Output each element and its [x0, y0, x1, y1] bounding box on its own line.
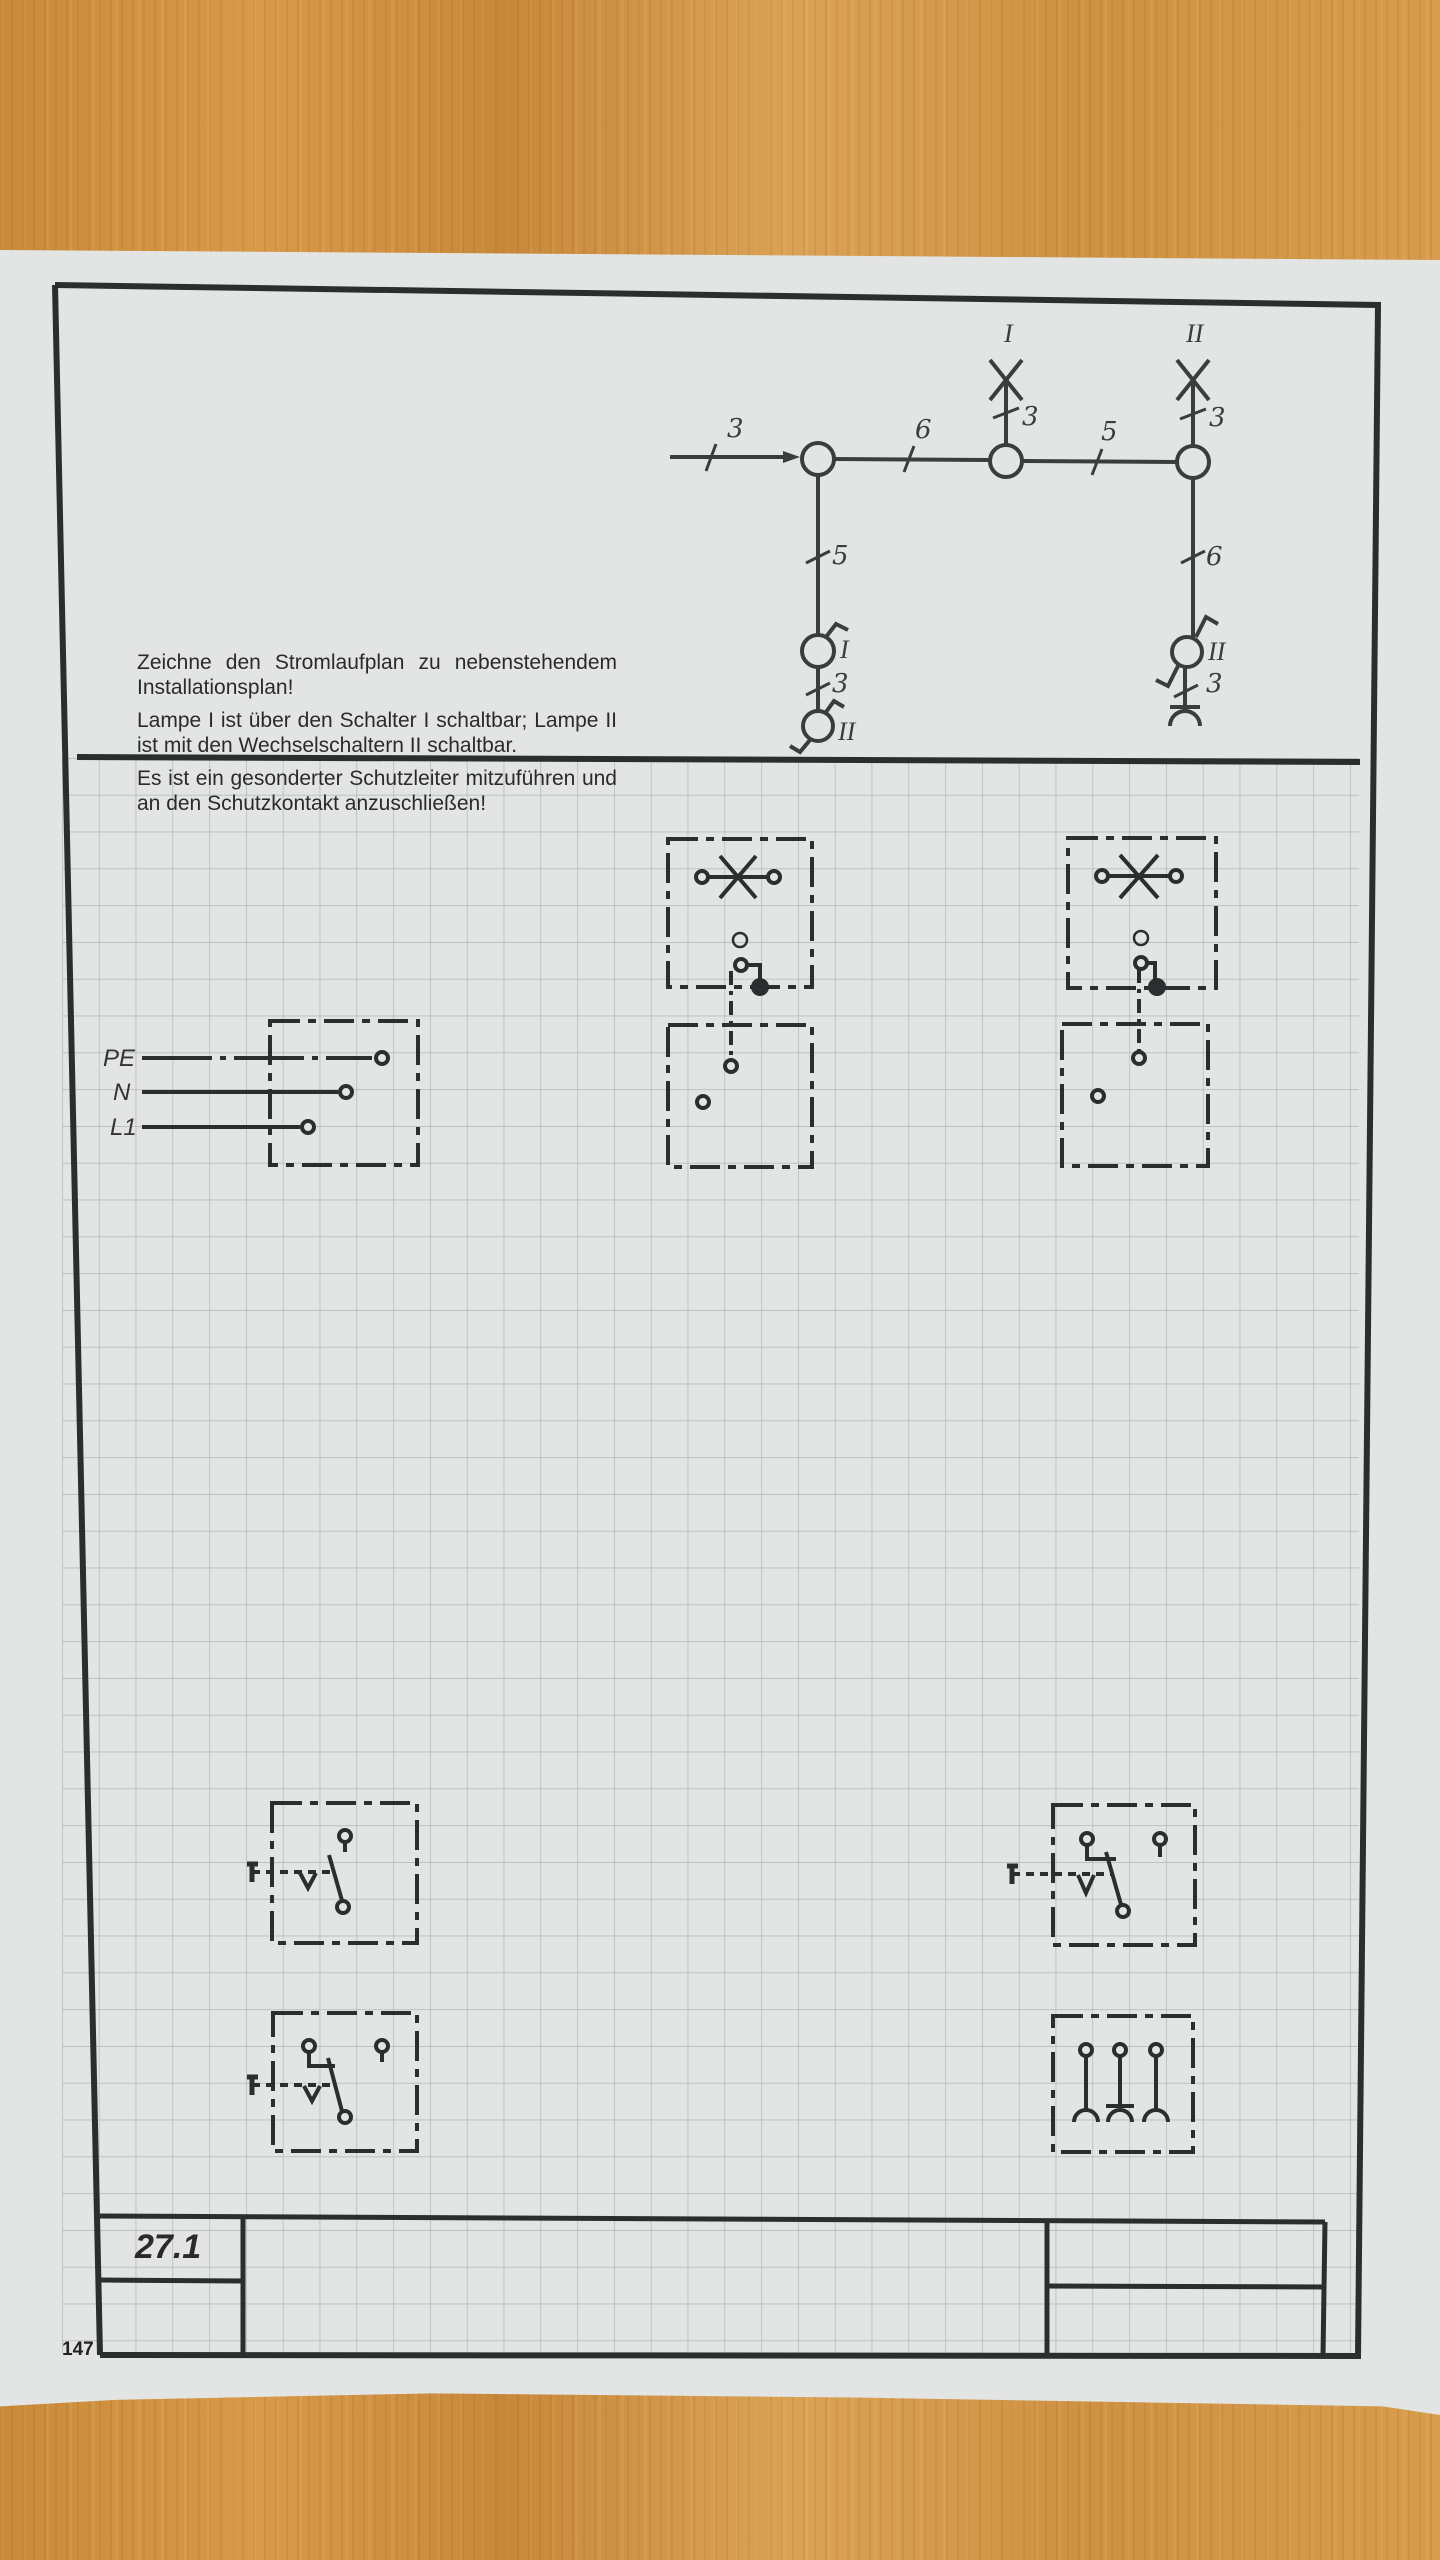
instruction-2: Lampe I ist über den Schalter I schaltba…	[137, 709, 617, 757]
n-label: N	[113, 1079, 131, 1106]
changeover-contact-icon	[1104, 1851, 1124, 1909]
svg-text:3: 3	[832, 669, 849, 699]
exercise-number: 27.1	[134, 2228, 201, 2266]
earth-symbol-icon	[1132, 929, 1150, 947]
changeover-contact-icon	[326, 2057, 345, 2116]
task-instructions: Zeichne den Stromlaufplan zu nebenstehen…	[137, 650, 617, 824]
junction-box-2-icon	[988, 443, 1024, 479]
installation-plan	[670, 358, 1220, 755]
installation-plan-labels: 3 6 5 3 3 5 6 3 3 I II I II II	[727, 319, 1227, 746]
lamp-2-box	[1060, 836, 1218, 1168]
l1-label: L1	[110, 1114, 137, 1141]
junction-box-1-icon	[800, 441, 836, 477]
lamp-1-label: I	[1003, 319, 1014, 348]
supply-labels: PE N L1	[103, 1045, 137, 1141]
switch-2a-box	[247, 2011, 419, 2153]
title-block	[99, 2213, 1328, 2359]
svg-text:3: 3	[1206, 669, 1223, 699]
switch-1-box	[247, 1801, 419, 1945]
switch-2b-box	[1007, 1803, 1197, 1947]
svg-text:6: 6	[1206, 542, 1223, 572]
page-number: 147	[62, 2339, 94, 2360]
junction-box-3-icon	[1175, 444, 1211, 480]
lamp-1-box	[666, 837, 814, 1169]
pe-label: PE	[103, 1045, 136, 1072]
svg-text:3: 3	[1209, 403, 1226, 433]
supply-terminal-box	[142, 1019, 420, 1167]
switch-1-icon	[800, 633, 836, 669]
earth-symbol-icon	[731, 931, 749, 949]
instruction-3: Es ist ein gesonderter Schutzleiter mitz…	[137, 767, 617, 815]
socket-outlet-box	[1051, 2014, 1195, 2154]
switch-2a-icon	[801, 709, 835, 743]
switch-1-label: I	[839, 635, 850, 664]
svg-text:6: 6	[915, 415, 932, 445]
svg-text:5: 5	[1101, 417, 1118, 447]
lamp-2-label: II	[1185, 319, 1205, 348]
worksheet-page: 27.1 147	[0, 250, 1440, 2415]
svg-text:5: 5	[832, 541, 849, 571]
worksheet-drawing: 27.1 147	[52, 282, 1382, 2360]
switch-2b-icon	[1170, 635, 1204, 669]
svg-text:3: 3	[1022, 402, 1039, 432]
switch-2a-label: II	[837, 717, 857, 746]
switch-2b-label: II	[1207, 637, 1227, 666]
switch-contact-icon	[327, 1854, 345, 1905]
instruction-1: Zeichne den Stromlaufplan zu nebenstehen…	[137, 651, 617, 699]
svg-text:3: 3	[727, 414, 744, 444]
